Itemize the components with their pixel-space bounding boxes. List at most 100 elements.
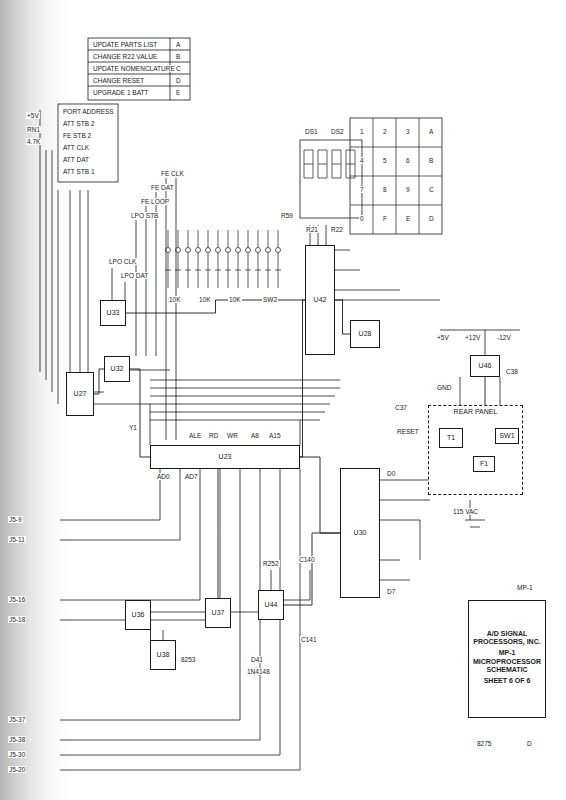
ic-box: U44 [258,590,284,620]
rear-panel-region: REAR PANELT1F1SW1 [428,405,523,495]
signal-label: C141 [300,636,318,643]
switch-contact [276,248,281,253]
signal-label: R59 [280,212,294,219]
signal-label: 8275 [476,740,492,747]
ic-box: U23 [150,445,300,469]
switch-contact [246,248,251,253]
connector-wires [60,469,300,770]
switch-contact [196,248,201,253]
signal-label: FE LOOP [140,198,170,205]
signal-label: FE CLK [160,170,185,177]
signal-label: R252 [262,560,280,567]
signal-label: D [526,740,533,747]
switch-contact [226,248,231,253]
title-text: A/D SIGNAL PROCESSORS, INC. [472,630,542,646]
signal-label: WR [226,432,239,439]
signal-label: R22 [330,226,344,233]
signal-label: -12V [496,334,512,341]
signal-label: J5-18 [8,616,26,623]
ic-box: U38 [150,640,176,670]
signal-label: B [175,53,181,60]
signal-label: D [175,77,182,84]
fuse-symbol: F1 [473,456,495,472]
signal-label: 1N4148 [246,668,271,675]
signal-label: ATT DAT [62,156,90,163]
switch-lead [205,230,211,288]
signal-label: LPO DAT [120,272,149,279]
part-name: U27 [74,390,87,398]
switch-contact [186,248,191,253]
signal-label: 8 [382,186,388,193]
part-name: REAR PANEL [454,408,498,416]
signal-label: SW2 [262,296,278,303]
display-frame [300,140,362,218]
ic-box: U36 [125,600,151,630]
switch-lead [195,230,201,288]
signal-label: E [175,89,181,96]
signal-label: 2 [382,128,388,135]
port-wires [40,110,88,404]
signal-label: RD [208,432,219,439]
signal-label: 8253 [180,656,196,663]
part-name: F1 [480,460,488,468]
seven-segment-digit [304,150,313,178]
signal-label: C140 [298,556,316,563]
switch-contact [166,248,171,253]
signal-label: C38 [505,368,519,375]
part-name: U36 [132,611,145,619]
signal-label: A8 [250,432,260,439]
signal-label: C [175,65,182,72]
signal-label: MP-1 [516,584,534,591]
regulator-box: U46 [470,355,500,377]
seven-segment-digit [318,150,327,178]
signal-label: 10K [198,296,212,303]
switch-contact [206,248,211,253]
signal-label: FE DAT [150,184,175,191]
signal-label: J5-38 [8,736,26,743]
revision-table [88,38,190,100]
switch-lead [175,230,181,288]
part-name: U44 [265,601,278,609]
signal-label: LPO STB [130,212,159,219]
part-name: U32 [111,365,124,373]
switch-lead [235,230,241,288]
switch-contact [176,248,181,253]
part-name: U38 [157,651,170,659]
wire-connector [94,369,104,394]
ic-box: U37 [205,598,231,628]
signal-label: C [428,186,435,193]
signal-label: RESET [396,428,420,435]
switch-lead [165,230,171,288]
signal-label: 7 [359,186,365,193]
signal-label: A [175,41,181,48]
part-name: U23 [219,453,232,461]
wiring [40,38,520,770]
part-name: U33 [107,309,120,317]
signal-label: 115 VAC [452,508,479,515]
seven-segment-digit [346,150,355,178]
signal-label: J5-30 [8,751,26,758]
signal-label: D0 [386,470,396,477]
signal-label: R21 [305,226,319,233]
signal-label: UPDATE PARTS LIST [92,41,158,48]
keypad-frame [350,118,442,234]
part-name: U28 [359,330,372,338]
signal-label: RN1 [26,126,41,133]
ic-box: U27 [66,372,94,416]
transformer-symbol: T1 [439,428,463,448]
ic-box: U33 [100,300,126,326]
signal-label: E [405,215,411,222]
signal-label: GND [436,384,452,391]
signal-label: 5 [382,157,388,164]
ic-box: U30 [340,468,380,598]
switch-lead [265,230,271,288]
ic-box: U28 [350,320,380,348]
seven-segment-digit [332,150,341,178]
switch-lead [245,230,251,288]
signal-label: J5-11 [8,536,26,543]
signal-label: 10K [228,296,242,303]
switch-contact [236,248,241,253]
signal-label: CHANGE R22 VALUE [92,53,158,60]
signal-label: Y1 [128,424,138,431]
switch-contact [256,248,261,253]
